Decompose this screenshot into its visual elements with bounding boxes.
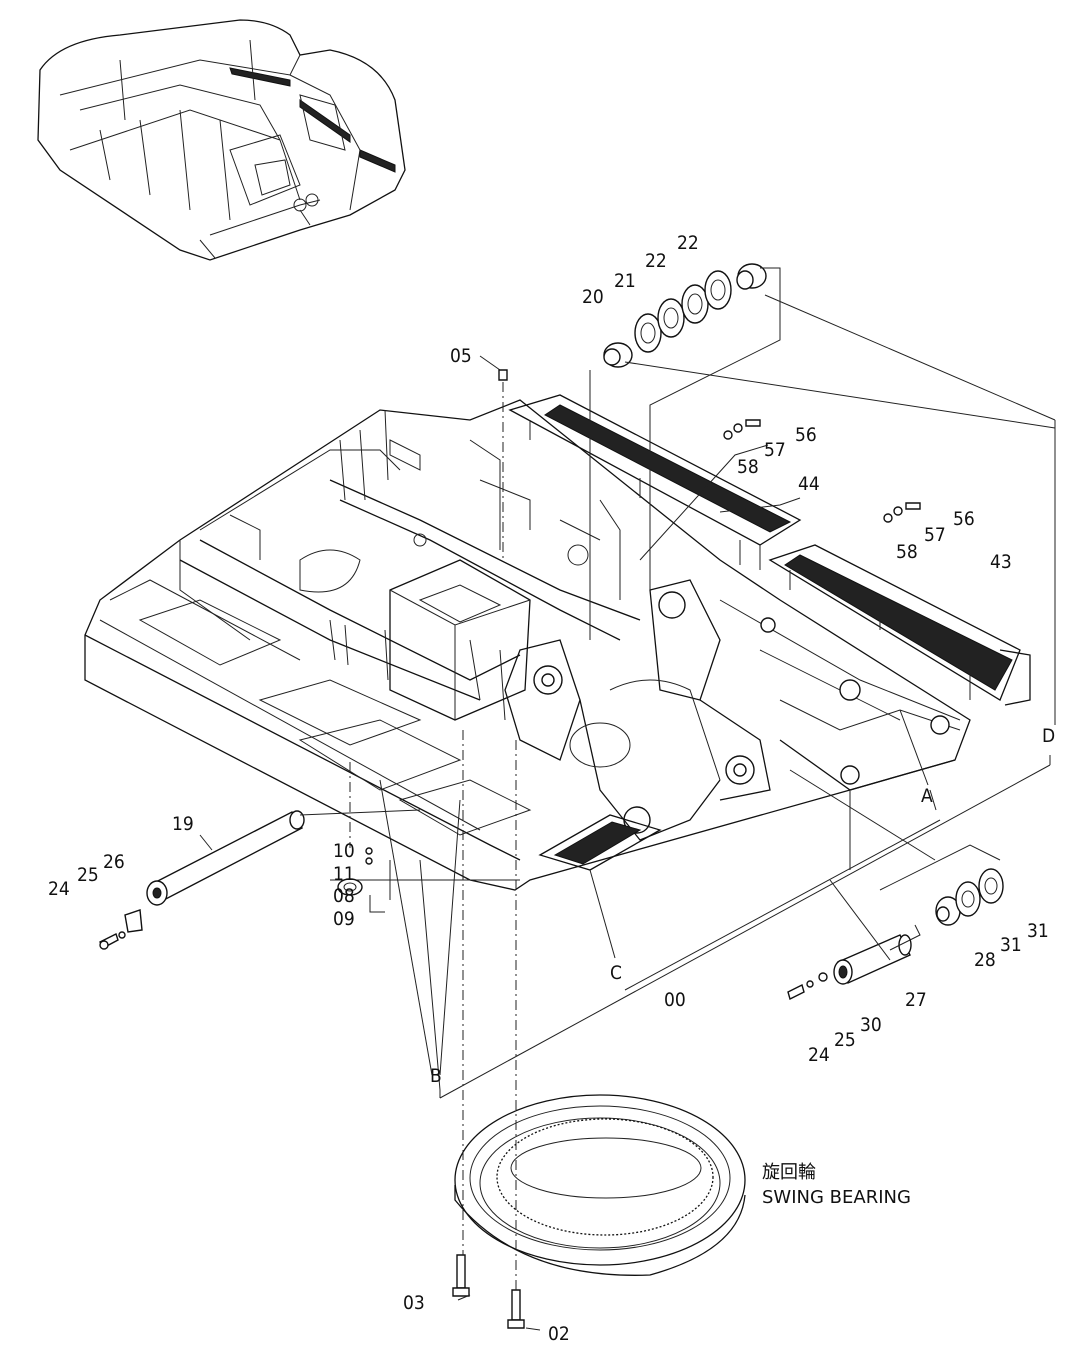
callout-30: 30 xyxy=(860,1014,882,1036)
callout-05: 05 xyxy=(450,345,472,367)
callout-labels: 05 20 21 22 22 56 57 58 44 56 57 58 43 D… xyxy=(48,232,1055,1345)
pin-19-assembly xyxy=(99,810,305,950)
callout-00: 00 xyxy=(664,989,686,1011)
callout-21: 21 xyxy=(614,270,636,292)
upper-frame xyxy=(84,399,971,891)
callout-57-upper: 57 xyxy=(764,439,786,461)
swing-bearing xyxy=(454,1094,746,1276)
cover-43 xyxy=(768,544,1031,706)
callout-11: 11 xyxy=(333,863,355,885)
callout-56-lower: 56 xyxy=(953,508,975,530)
callout-43: 43 xyxy=(990,551,1012,573)
callout-24-right: 24 xyxy=(808,1044,830,1066)
callout-A: A xyxy=(921,785,933,807)
callout-09: 09 xyxy=(333,908,355,930)
callout-C: C xyxy=(610,962,622,984)
fastener-group-lower xyxy=(883,502,921,523)
swing-bearing-caption: 旋回輪 SWING BEARING xyxy=(762,1162,911,1208)
callout-56-upper: 56 xyxy=(795,424,817,446)
callout-27: 27 xyxy=(905,989,927,1011)
swing-bearing-english-label: SWING BEARING xyxy=(762,1187,911,1208)
fastener-group-upper xyxy=(723,419,761,440)
bolt-02 xyxy=(507,1289,525,1329)
cover-44 xyxy=(508,394,802,570)
callout-10: 10 xyxy=(333,840,355,862)
callout-19: 19 xyxy=(172,813,194,835)
callout-31-inner: 31 xyxy=(1000,934,1022,956)
callout-20: 20 xyxy=(582,286,604,308)
callout-D: D xyxy=(1042,725,1055,747)
callout-24-left: 24 xyxy=(48,878,70,900)
callout-25-left: 25 xyxy=(77,864,99,886)
callout-58-upper: 58 xyxy=(737,456,759,478)
callout-25-right: 25 xyxy=(834,1029,856,1051)
pin-27-assembly xyxy=(787,868,1004,1001)
callout-31-outer: 31 xyxy=(1027,920,1049,942)
callout-22-outer: 22 xyxy=(677,232,699,254)
callout-08: 08 xyxy=(333,885,355,907)
boom-pin-washers xyxy=(603,263,767,368)
swing-bearing-japanese-label: 旋回輪 xyxy=(762,1162,816,1183)
bolt-03 xyxy=(452,1254,470,1297)
leader-lines xyxy=(199,267,1056,1331)
callout-26: 26 xyxy=(103,851,125,873)
excavator-overview-icon xyxy=(37,19,406,261)
callout-22-inner: 22 xyxy=(645,250,667,272)
callout-B: B xyxy=(430,1065,442,1087)
callout-28: 28 xyxy=(974,949,996,971)
callout-58-lower: 58 xyxy=(896,541,918,563)
cover-plate-parts xyxy=(337,847,373,896)
callout-44: 44 xyxy=(798,473,820,495)
callout-03: 03 xyxy=(403,1292,425,1314)
callout-02: 02 xyxy=(548,1323,570,1345)
callout-57-lower: 57 xyxy=(924,524,946,546)
